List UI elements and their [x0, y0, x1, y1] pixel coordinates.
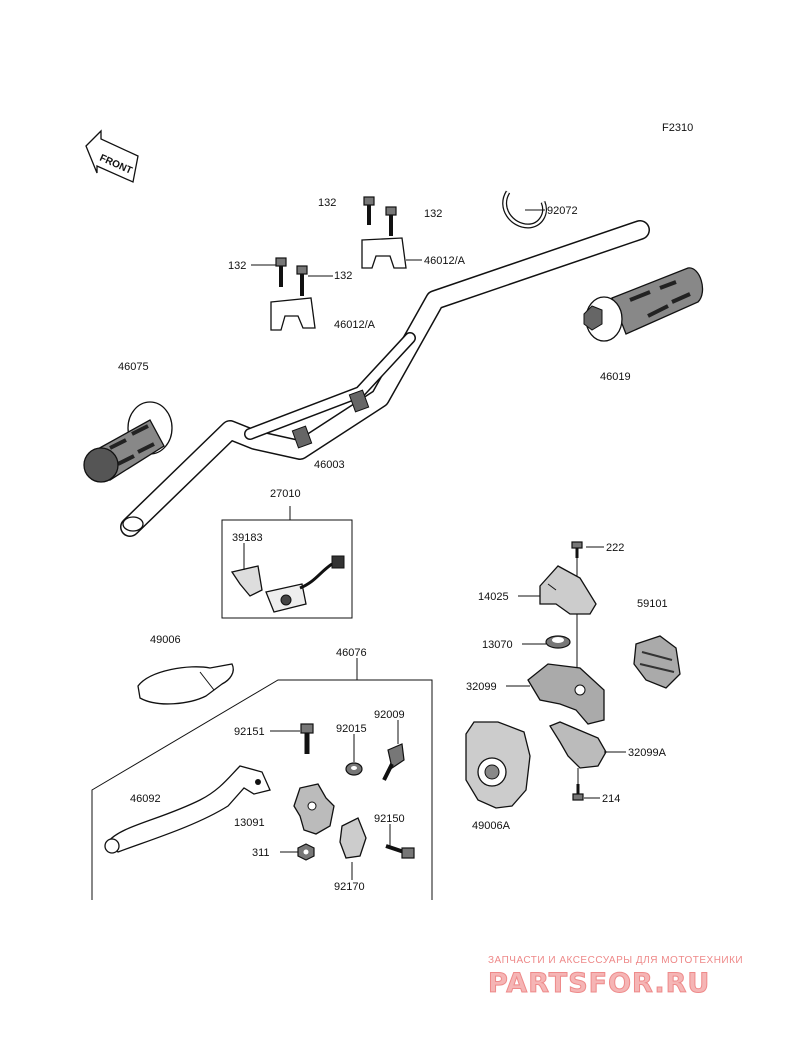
label-132: 132 [334, 270, 352, 282]
throttle-grip [583, 267, 704, 342]
handlebar-clamp-lower [270, 297, 316, 331]
throttle-case-lower [549, 721, 607, 769]
label-92072: 92072 [547, 205, 578, 217]
watermark-brand: PARTSFOR.RU [488, 968, 710, 999]
adjuster-nut [345, 762, 363, 776]
label-92015: 92015 [336, 723, 367, 735]
throttle-case-upper [527, 663, 605, 725]
label-49006a: 49006A [472, 820, 511, 832]
label-132: 132 [424, 208, 442, 220]
lever-holder [293, 783, 335, 835]
label-32099: 32099 [466, 681, 497, 693]
label-311: 311 [252, 847, 270, 859]
label-27010: 27010 [270, 488, 301, 500]
label-92151: 92151 [234, 726, 265, 738]
watermark-tagline: ЗАПЧАСТИ И АКСЕССУАРЫ ДЛЯ МОТОТЕХНИКИ [488, 955, 743, 966]
label-222: 222 [606, 542, 624, 554]
label-46092: 46092 [130, 793, 161, 805]
label-13091: 13091 [234, 817, 265, 829]
clamp-bolt [363, 196, 375, 225]
label-59101: 59101 [637, 598, 668, 610]
label-214: 214 [602, 793, 620, 805]
lever-cover [137, 663, 234, 705]
switch-clamp [230, 565, 263, 597]
clamp-bolt-long [385, 844, 415, 859]
lever-nut [297, 843, 315, 861]
throttle-sleeve [633, 635, 681, 689]
label-32099a: 32099A [628, 747, 667, 759]
throttle-gasket [545, 635, 571, 649]
handlebar-clamp-upper [361, 237, 407, 269]
cable-adjuster [382, 743, 405, 781]
label-49006: 49006 [150, 634, 181, 646]
label-14025: 14025 [478, 591, 509, 603]
clutch-lever [104, 765, 271, 854]
throttle-cover [539, 565, 597, 615]
clamp-bolt [296, 265, 308, 296]
label-92170: 92170 [334, 881, 365, 893]
label-46012a-bottom: 46012/A [334, 319, 376, 331]
pivot-bolt [300, 723, 314, 754]
label-132: 132 [228, 260, 246, 272]
clamp-bolt [275, 257, 287, 287]
label-46003: 46003 [314, 459, 345, 471]
label-92009: 92009 [374, 709, 405, 721]
clamp-bolt [385, 206, 397, 236]
cable-clip [502, 190, 547, 229]
label-92150: 92150 [374, 813, 405, 825]
label-46076: 46076 [336, 647, 367, 659]
label-132: 132 [318, 197, 336, 209]
label-46075: 46075 [118, 361, 149, 373]
engine-stop-switch [265, 555, 345, 613]
front-arrow-icon: FRONT [85, 129, 139, 183]
case-screw-top [571, 541, 583, 558]
left-grip [83, 401, 173, 483]
figure-code: F2310 [662, 122, 693, 134]
label-39183: 39183 [232, 532, 263, 544]
label-46019: 46019 [600, 371, 631, 383]
handlebar [120, 220, 650, 537]
label-46012a-top: 46012/A [424, 255, 466, 267]
throttle-housing-cover [465, 721, 531, 809]
label-13070: 13070 [482, 639, 513, 651]
case-screw-bottom [572, 784, 584, 801]
holder-clamp [339, 817, 367, 859]
